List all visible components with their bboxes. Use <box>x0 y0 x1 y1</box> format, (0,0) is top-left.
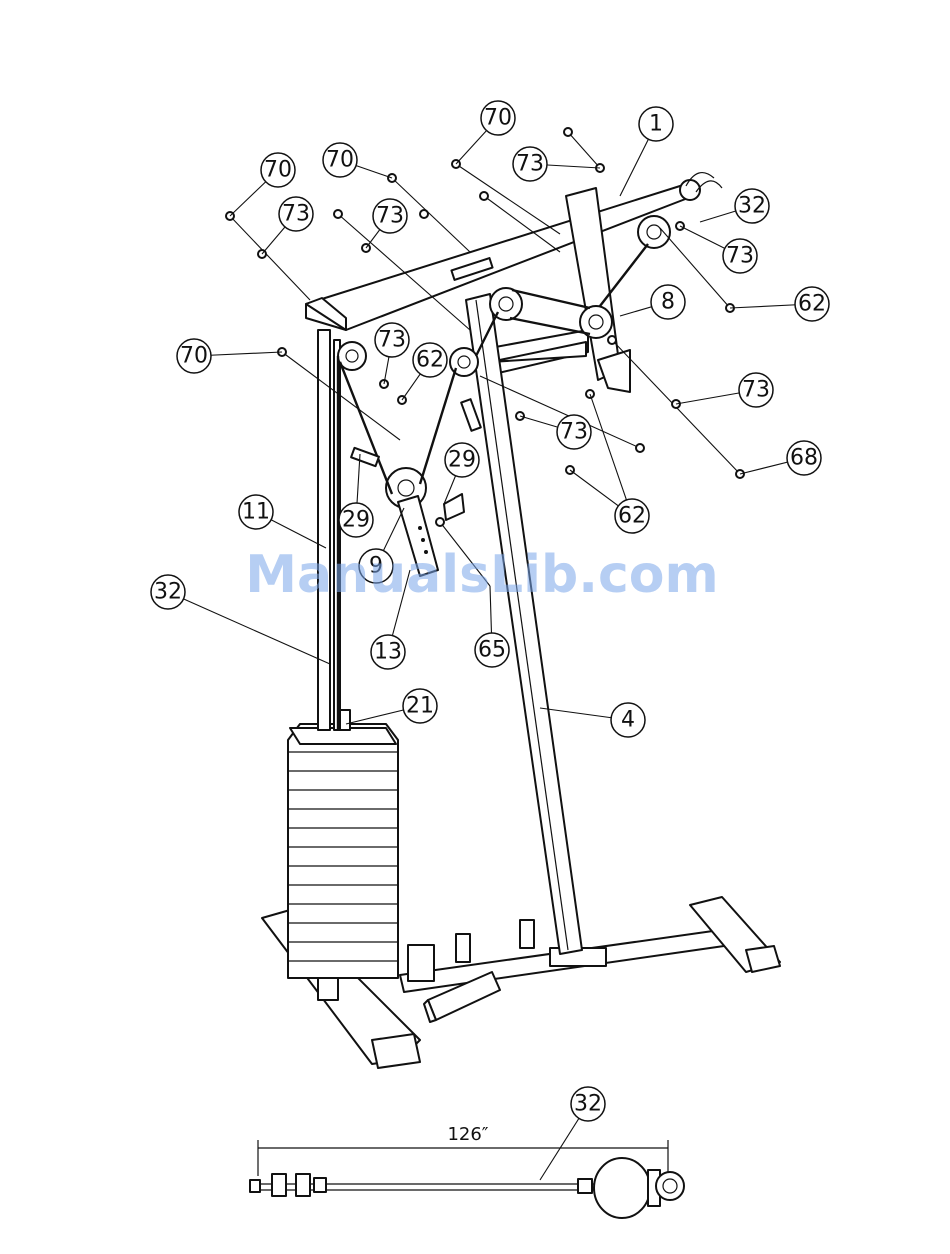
callout-number: 70 <box>326 148 354 173</box>
callout-number: 29 <box>342 508 370 533</box>
callout-part-70: 70 <box>261 153 295 187</box>
callout-number: 73 <box>560 420 588 445</box>
callout-number: 32 <box>574 1092 602 1117</box>
callout-number: 62 <box>618 504 646 529</box>
callout-part-62: 62 <box>615 499 649 533</box>
hardware-nut <box>564 128 572 136</box>
callout-number: 1 <box>649 112 663 137</box>
callout-part-32: 32 <box>151 575 185 609</box>
callout-number: 73 <box>726 244 754 269</box>
watermark: ManualsLib.com <box>245 545 718 605</box>
callout-number: 73 <box>516 152 544 177</box>
callout-part-32: 32 <box>571 1087 605 1121</box>
callout-part-73: 73 <box>375 323 409 357</box>
callout-part-62: 62 <box>795 287 829 321</box>
weight-stack <box>288 724 398 1000</box>
callout-number: 21 <box>406 694 434 719</box>
main-upright <box>466 294 582 954</box>
callout-number: 68 <box>790 446 818 471</box>
callout-part-13: 13 <box>371 635 405 669</box>
callout-number: 73 <box>742 378 770 403</box>
cable-assembly <box>250 1140 684 1218</box>
callout-number: 13 <box>374 640 402 665</box>
callout-part-62: 62 <box>413 343 447 377</box>
hardware-nut <box>608 336 616 344</box>
callout-number: 32 <box>154 580 182 605</box>
callout-part-11: 11 <box>239 495 273 529</box>
callout-number: 70 <box>180 344 208 369</box>
callout-number: 62 <box>416 348 444 373</box>
callout-number: 73 <box>282 202 310 227</box>
callout-number: 70 <box>484 106 512 131</box>
dimension-label: 126″ <box>447 1124 488 1145</box>
callout-part-29: 29 <box>445 443 479 477</box>
callout-part-70: 70 <box>323 143 357 177</box>
callout-leader <box>590 394 632 516</box>
hardware-nut <box>420 210 428 218</box>
callout-part-73: 73 <box>513 147 547 181</box>
callout-part-21: 21 <box>403 689 437 723</box>
callout-part-1: 1 <box>639 107 673 141</box>
hardware-nut <box>636 444 644 452</box>
hardware-nut <box>436 518 444 526</box>
callout-number: 73 <box>376 204 404 229</box>
callout-number: 4 <box>621 708 635 733</box>
callout-number: 32 <box>738 194 766 219</box>
callout-part-73: 73 <box>739 373 773 407</box>
callout-number: 29 <box>448 448 476 473</box>
callout-part-73: 73 <box>279 197 313 231</box>
callout-part-4: 4 <box>611 703 645 737</box>
callout-number: 73 <box>378 328 406 353</box>
hardware-nut <box>334 210 342 218</box>
callout-number: 11 <box>242 500 270 525</box>
callout-part-70: 70 <box>481 101 515 135</box>
callout-part-73: 73 <box>373 199 407 233</box>
callout-part-70: 70 <box>177 339 211 373</box>
callout-number: 62 <box>798 292 826 317</box>
callout-number: 8 <box>661 290 675 315</box>
callout-part-65: 65 <box>475 633 509 667</box>
callout-part-73: 73 <box>723 239 757 273</box>
callout-part-68: 68 <box>787 441 821 475</box>
callout-part-32: 32 <box>735 189 769 223</box>
callout-part-8: 8 <box>651 285 685 319</box>
callout-part-29: 29 <box>339 503 373 537</box>
callout-number: 70 <box>264 158 292 183</box>
hardware-nut <box>480 192 488 200</box>
callout-number: 65 <box>478 638 506 663</box>
callout-part-73: 73 <box>557 415 591 449</box>
